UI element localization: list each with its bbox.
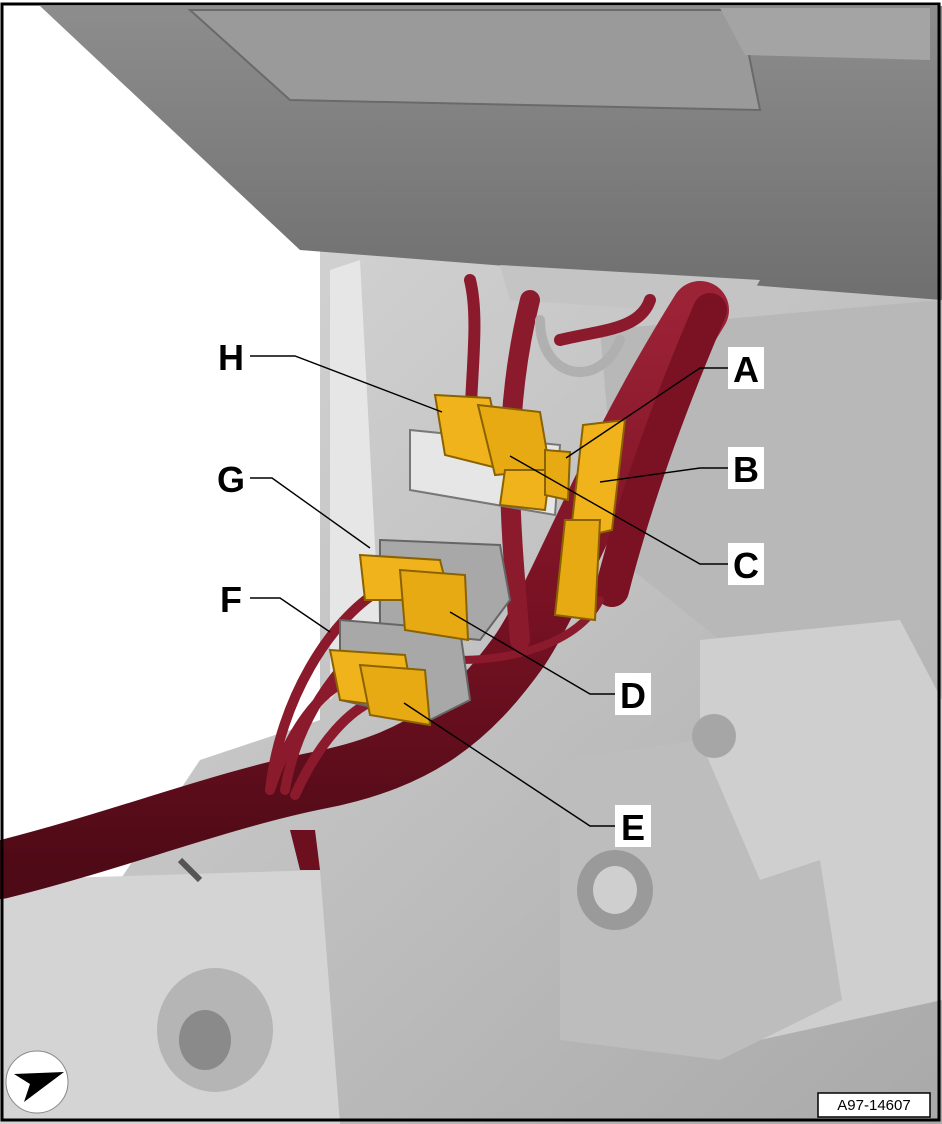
connector-c-latch bbox=[498, 469, 552, 512]
connector-b bbox=[568, 418, 627, 542]
callout-a: A bbox=[728, 347, 764, 390]
leader-b bbox=[599, 467, 728, 483]
harness-branch-right bbox=[595, 293, 727, 607]
callout-d-label: D bbox=[620, 675, 646, 716]
mounting-boss bbox=[692, 714, 736, 758]
reference-code-box: A97-14607 bbox=[817, 1092, 931, 1118]
leader-c bbox=[509, 455, 728, 565]
leader-h bbox=[250, 355, 443, 413]
connector-e bbox=[358, 663, 432, 727]
dashboard-bracket bbox=[720, 8, 930, 60]
leader-d bbox=[449, 611, 615, 695]
leader-lines bbox=[250, 355, 728, 827]
callout-c-label: C bbox=[733, 545, 759, 586]
reference-code: A97-14607 bbox=[837, 1097, 910, 1114]
connector-a bbox=[544, 448, 572, 502]
callout-c: C bbox=[728, 543, 764, 586]
floor-bolt bbox=[179, 1010, 231, 1070]
direction-arrow-icon bbox=[5, 1050, 69, 1114]
callout-h-label: H bbox=[218, 337, 244, 378]
leader-g bbox=[250, 477, 371, 549]
callout-g-label: G bbox=[217, 459, 245, 500]
callout-a-label: A bbox=[733, 349, 759, 390]
callout-d: D bbox=[615, 673, 651, 716]
callout-f: F bbox=[212, 577, 250, 620]
leader-e bbox=[403, 702, 615, 827]
wire-to-g-1 bbox=[265, 585, 385, 795]
connector-b-lower bbox=[553, 519, 602, 622]
callout-g: G bbox=[212, 457, 250, 500]
callout-b-label: B bbox=[733, 449, 759, 490]
callout-b: B bbox=[728, 447, 764, 490]
leader-f bbox=[250, 597, 331, 633]
gray-wire-loop bbox=[535, 315, 625, 377]
leader-a bbox=[565, 367, 728, 459]
callout-e: E bbox=[615, 805, 651, 848]
callout-f-label: F bbox=[220, 579, 242, 620]
harness-clip bbox=[290, 830, 320, 870]
callout-e-label: E bbox=[621, 807, 645, 848]
harness-wire-loop bbox=[554, 294, 656, 346]
callout-h: H bbox=[212, 335, 250, 378]
connector-d bbox=[398, 568, 470, 642]
dashboard-panel-face bbox=[187, 9, 762, 112]
harness-clip-pin bbox=[177, 857, 203, 883]
mounting-hole-inner bbox=[593, 866, 637, 914]
